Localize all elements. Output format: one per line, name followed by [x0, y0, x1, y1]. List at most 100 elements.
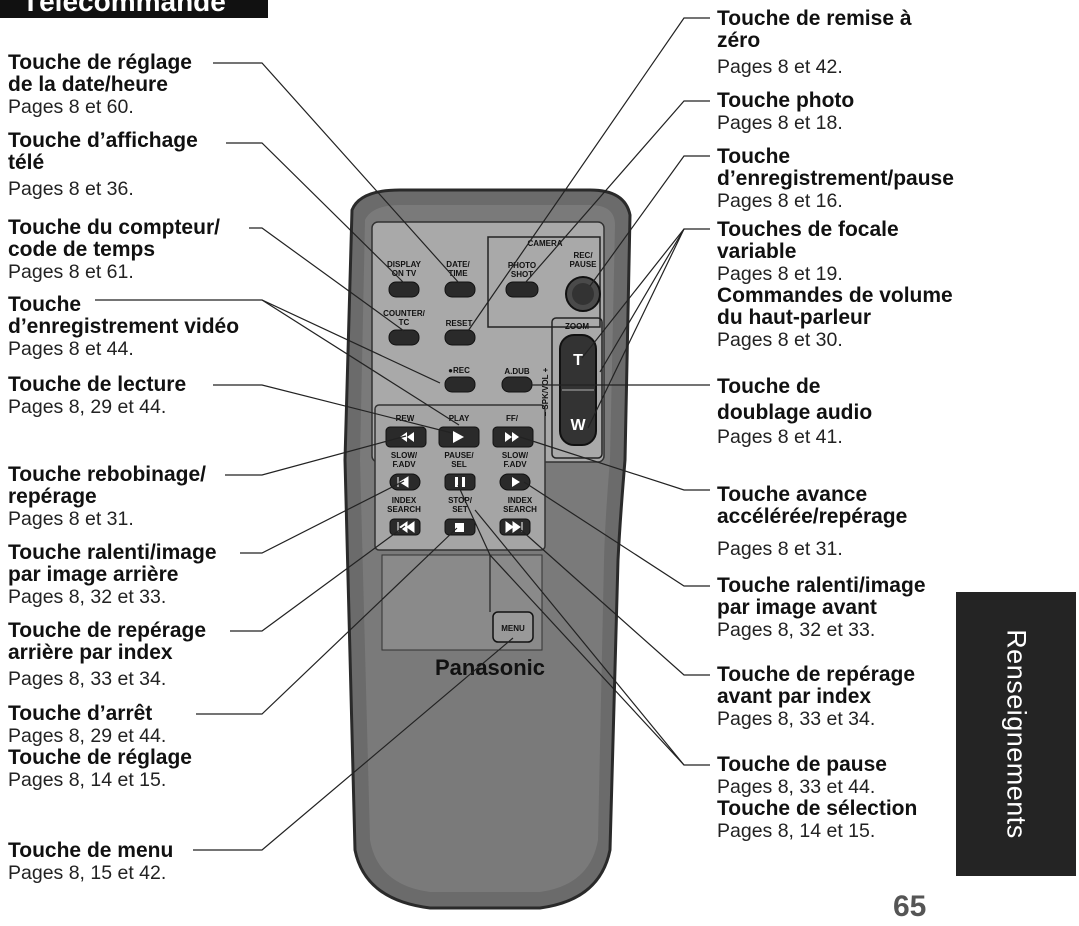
reset-button[interactable] [444, 329, 476, 346]
remote-label-pause-sel: PAUSE/SEL [444, 451, 474, 469]
remote-label-zoom: ZOOM [565, 322, 589, 331]
callout-title-2: Commandes de volume du haut-parleur [717, 284, 953, 329]
remote-label-date-time: DATE/TIME [446, 260, 470, 278]
callout-title: Touche avance accélérée/repérage [717, 483, 908, 528]
callout-pages-2: Pages 8 et 30. [717, 329, 843, 351]
callout-pages: Pages 8, 32 et 33. [8, 586, 167, 608]
callout-pages: Pages 8 et 19. [717, 263, 843, 285]
brand-logo: Panasonic [435, 655, 545, 680]
callout-title: Touche de remise à zéro [717, 7, 912, 52]
pause-button[interactable] [444, 473, 476, 491]
callout-pages: Pages 8 et 31. [8, 508, 134, 530]
remote-label-reset: RESET [446, 319, 473, 328]
remote-label-a-dub: A.DUB [504, 367, 530, 376]
callout-pages-2: Pages 8, 14 et 15. [8, 769, 167, 791]
display-button[interactable] [388, 281, 420, 298]
callout-reset: Touche de remise à zéro Pages 8 et 42. [717, 7, 912, 79]
callout-pause: Touche de pause Pages 8, 33 et 44. Touch… [717, 753, 918, 843]
header-box: Télécommande [0, 0, 268, 18]
callout-pages: Pages 8, 33 et 44. [717, 776, 876, 798]
menu-button-label: MENU [501, 624, 525, 633]
remote-label-slow-right: SLOW/F.ADV [502, 451, 529, 469]
callout-title-2: Touche de réglage [8, 746, 192, 769]
photo-shot-button[interactable] [505, 281, 539, 298]
callout-pages: Pages 8 et 60. [8, 96, 134, 118]
callout-photo: Touche photo Pages 8 et 18. [717, 89, 855, 135]
callout-title: Touche de repérage avant par index [717, 663, 916, 708]
callout-title: Touche d’enregistrement/pause [717, 145, 954, 190]
remote-label-slow-left: SLOW/F.ADV [391, 451, 418, 469]
leader-lines [95, 17, 710, 851]
menu-button[interactable] [492, 611, 534, 643]
callout-title: Touche photo [717, 89, 855, 112]
callout-title: Touche d’arrêt [8, 702, 153, 725]
zoom-w-label: W [570, 417, 586, 434]
callout-title: Touche de lecture [8, 373, 187, 396]
callout-title-2: Touche de sélection [717, 797, 918, 820]
callout-pages: Pages 8 et 61. [8, 261, 134, 283]
callout-pages: Pages 8 et 18. [717, 112, 843, 134]
remote-label-rec-pause: REC/PAUSE [570, 251, 598, 269]
callout-pages: Pages 8, 33 et 34. [8, 668, 167, 690]
callout-stop: Touche d’arrêt Pages 8, 29 et 44. Touche… [8, 702, 192, 792]
remote-label-stop-set: STOP/SET [448, 496, 473, 514]
callout-index-rev: Touche de repérage arrière par index Pag… [8, 619, 207, 691]
callout-index-fwd: Touche de repérage avant par index Pages… [717, 663, 916, 731]
callout-play: Touche de lecture Pages 8, 29 et 44. [8, 373, 187, 419]
callout-pages: Pages 8, 15 et 42. [8, 862, 167, 884]
callout-pages: Pages 8 et 42. [717, 56, 843, 78]
callout-pages: Pages 8 et 44. [8, 338, 134, 360]
a-dub-button[interactable] [501, 376, 533, 393]
callout-rew: Touche rebobinage/ repérage Pages 8 et 3… [8, 463, 206, 531]
callout-menu: Touche de menu Pages 8, 15 et 42. [8, 839, 174, 885]
callout-a-dub: Touche de doublage audio Pages 8 et 41. [717, 374, 872, 448]
callout-zoom: Touches de focale variable Pages 8 et 19… [717, 218, 953, 352]
callout-title: Touche de réglage de la date/heure [8, 51, 192, 96]
callout-rec-pause: Touche d’enregistrement/pause Pages 8 et… [717, 145, 954, 213]
remote-label-ff: FF/ [506, 414, 519, 423]
callout-pages: Pages 8, 33 et 34. [717, 708, 876, 730]
callout-rec: Touche d’enregistrement vidéo Pages 8 et… [8, 293, 240, 361]
remote-label-counter: COUNTER/TC [383, 309, 426, 327]
callout-title: Touche ralenti/image par image avant [717, 574, 926, 619]
callout-title: Touche de doublage audio [717, 375, 873, 424]
callout-title: Touches de focale variable [717, 218, 899, 263]
remote-label-play: PLAY [449, 414, 470, 423]
date-time-button[interactable] [444, 281, 476, 298]
callout-pages: Pages 8, 29 et 44. [8, 725, 167, 747]
page-header: Télécommande [22, 0, 226, 17]
callout-pages: Pages 8, 29 et 44. [8, 396, 167, 418]
callout-title: Touche de repérage arrière par index [8, 619, 207, 664]
remote-label-camera: CAMERA [527, 239, 562, 248]
callout-title: Touche de menu [8, 839, 174, 862]
callout-title: Touche rebobinage/ repérage [8, 463, 206, 508]
callout-title: Touche d’enregistrement vidéo [8, 293, 240, 338]
page-number: 65 [893, 890, 927, 923]
callout-slow-rev: Touche ralenti/image par image arrière P… [8, 541, 217, 609]
callout-counter: Touche du compteur/ code de temps Pages … [8, 217, 220, 284]
remote-label-rew: REW [396, 414, 415, 423]
rec-button[interactable] [444, 376, 476, 393]
callout-pages-2: Pages 8, 14 et 15. [717, 820, 876, 842]
remote-label-spk-vol: – SPK/VOL + [541, 367, 550, 416]
callout-title: Touche ralenti/image par image arrière [8, 541, 217, 586]
remote-buttons: T W MENU Panasonic [385, 276, 601, 680]
callout-slow-fwd: Touche ralenti/image par image avant Pag… [717, 574, 926, 642]
callout-title: Touche d’affichage télé [8, 129, 198, 174]
zoom-t-label: T [573, 352, 583, 369]
section-tab: Renseignements [956, 592, 1076, 876]
callout-display: Touche d’affichage télé Pages 8 et 36. [8, 129, 198, 201]
callout-pages: Pages 8 et 16. [717, 190, 843, 212]
callout-ff: Touche avance accélérée/repérage Pages 8… [717, 483, 908, 561]
callout-pages: Pages 8 et 36. [8, 178, 134, 200]
callout-pages: Pages 8 et 31. [717, 538, 843, 560]
counter-button[interactable] [388, 329, 420, 346]
callout-pages: Pages 8, 32 et 33. [717, 619, 876, 641]
remote-label-rec: ●REC [448, 366, 470, 375]
callout-title: Touche de pause [717, 753, 887, 776]
